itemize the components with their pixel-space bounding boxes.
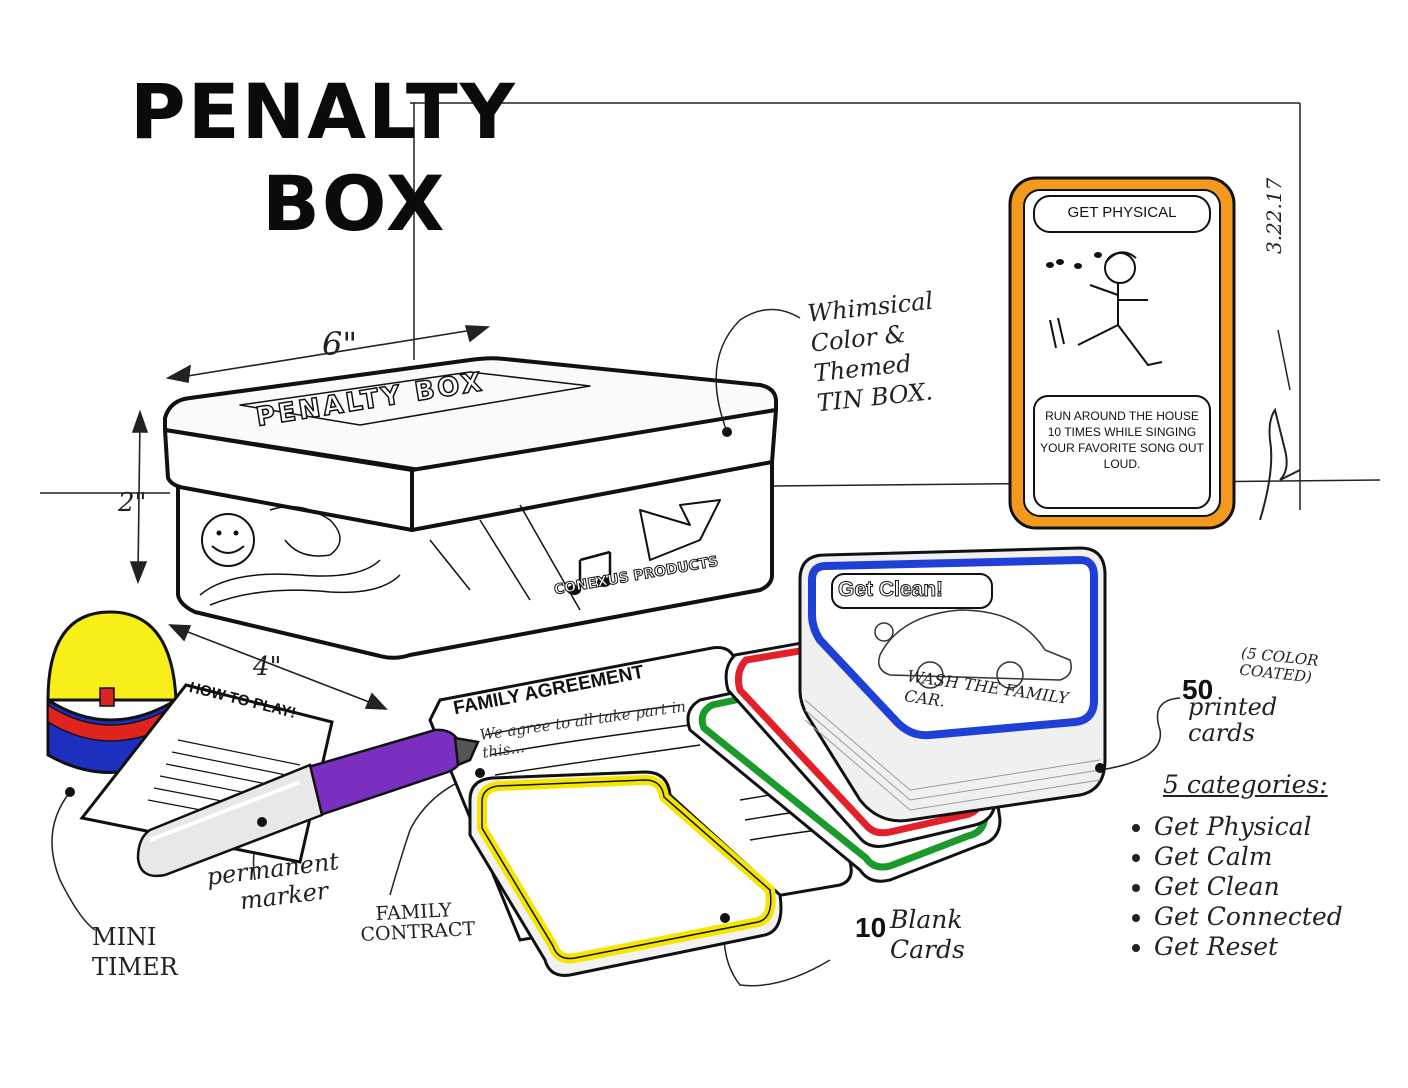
deck-card-category: Get Clean! xyxy=(837,578,944,602)
dimension-width: 6" xyxy=(322,325,358,363)
printed-cards-label-1: printed xyxy=(1188,693,1278,721)
category-item: Get Clean xyxy=(1154,872,1343,902)
dimension-height: 2" xyxy=(118,488,147,518)
tin-box xyxy=(163,356,778,660)
tin-box-callout: Whimsical Color & Themed TIN BOX. xyxy=(806,286,944,419)
card-decks xyxy=(686,546,1107,883)
sample-card-drawing xyxy=(1008,176,1236,530)
category-item: Get Connected xyxy=(1154,902,1343,932)
category-item: Get Physical xyxy=(1154,812,1343,842)
dimension-arrows xyxy=(129,325,491,710)
category-item: Get Reset xyxy=(1154,932,1343,962)
permanent-marker-drawing xyxy=(136,728,480,878)
dimension-depth: 4" xyxy=(253,652,282,682)
printed-cards-label-2: cards xyxy=(1188,719,1255,747)
category-item: Get Calm xyxy=(1154,842,1343,872)
mini-timer-label: MINI TIMER xyxy=(92,922,178,982)
page-title-line-2: BOX xyxy=(262,159,447,248)
date-underline xyxy=(1277,329,1291,391)
blank-card-deck xyxy=(468,770,783,977)
signature xyxy=(1259,407,1301,521)
contract-pointer-dot xyxy=(475,768,485,778)
categories-list: Get Physical Get Calm Get Clean Get Conn… xyxy=(1132,812,1343,962)
categories-heading: 5 categories: xyxy=(1163,770,1328,799)
blank-cards-count: 10 xyxy=(855,912,887,943)
mini-timer-label-1: MINI xyxy=(92,923,157,951)
printed-cards-count: 50 xyxy=(1182,674,1214,705)
timer-pointer-dot xyxy=(65,787,75,797)
mini-timer-label-2: TIMER xyxy=(92,953,178,981)
blank-cards-label: Blank Cards xyxy=(890,905,965,964)
printed-cards-label: printed cards xyxy=(1188,694,1277,746)
page-title-line-1: PENALTY xyxy=(130,67,517,156)
sample-card-category: GET PHYSICAL xyxy=(1067,204,1177,221)
contract-label: FAMILY CONTRACT xyxy=(359,899,476,946)
mini-timer-drawing xyxy=(46,610,178,774)
sample-card-instruction: RUN AROUND THE HOUSE 10 TIMES WHILE SING… xyxy=(1040,409,1204,471)
date-stamp: 3.22.17 xyxy=(1262,177,1286,254)
